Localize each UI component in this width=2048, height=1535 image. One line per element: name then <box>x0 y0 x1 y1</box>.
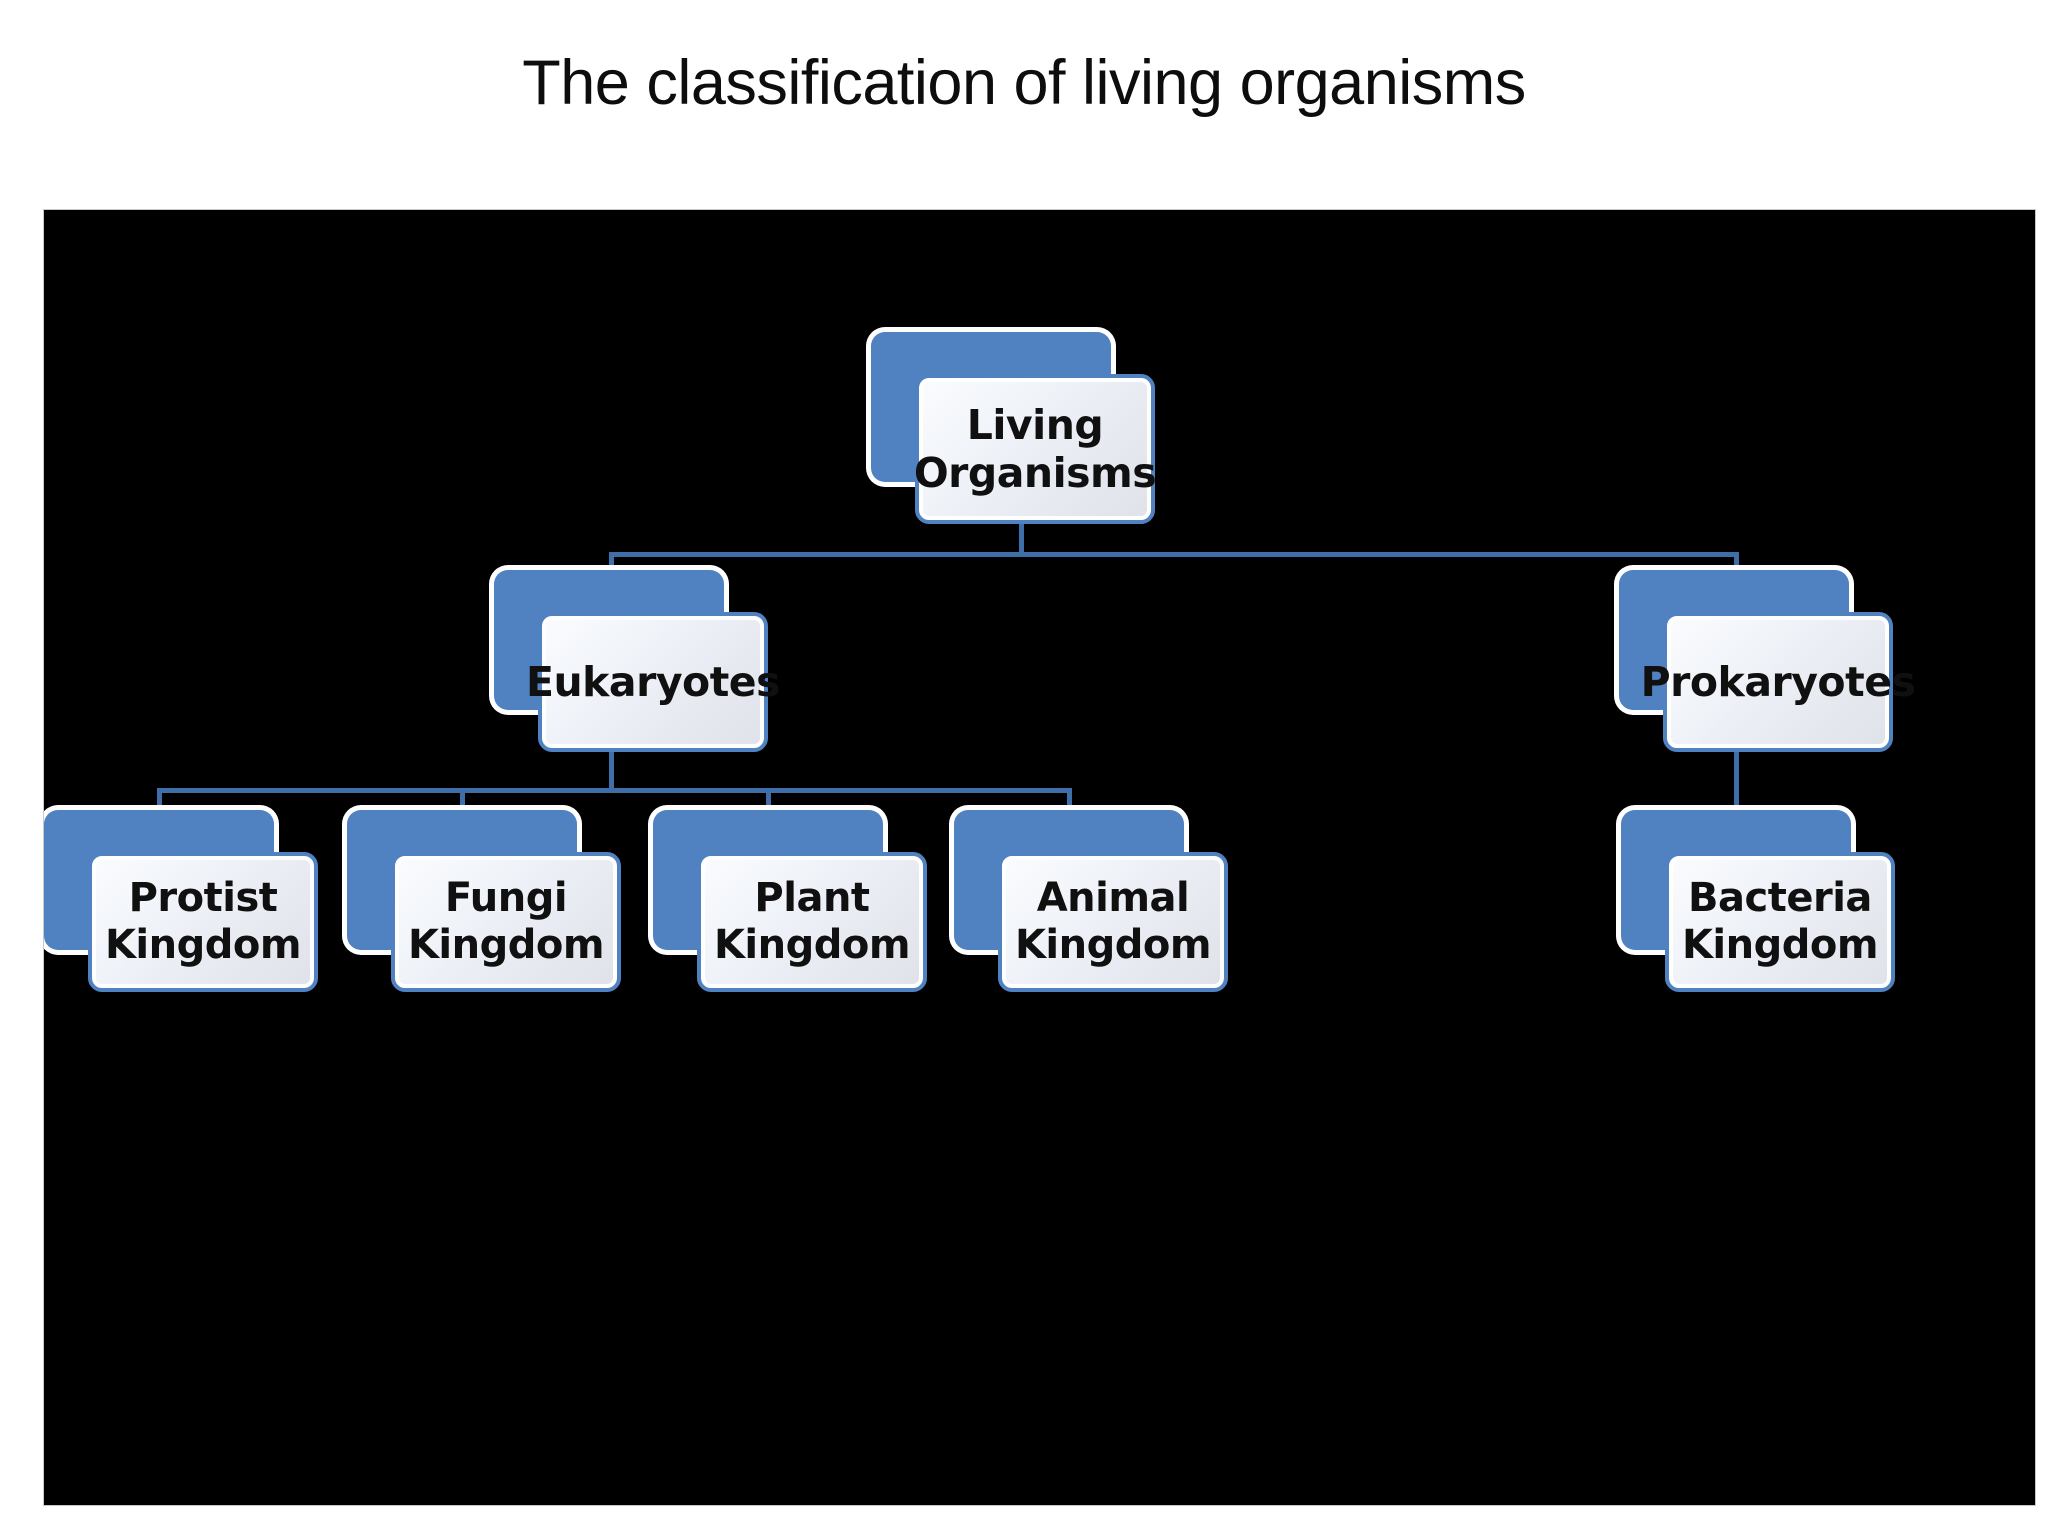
node-front-card: Fungi Kingdom <box>391 852 621 992</box>
node-label-prokaryotes: Prokaryotes <box>1640 657 1916 706</box>
node-front-card: Animal Kingdom <box>998 852 1228 992</box>
connector-eukaryotes-stem <box>609 750 614 792</box>
node-living-organisms[interactable]: Living Organisms <box>871 332 1157 524</box>
node-front-card: Eukaryotes <box>526 612 781 752</box>
node-front-card: Plant Kingdom <box>697 852 927 992</box>
connector-level1-bus <box>609 552 1739 557</box>
node-label-protist-kingdom: Protist Kingdom <box>104 874 302 968</box>
node-label-eukaryotes: Eukaryotes <box>525 657 781 706</box>
node-label-plant-kingdom: Plant Kingdom <box>713 874 911 968</box>
node-front-card: Protist Kingdom <box>88 852 318 992</box>
node-label-fungi-kingdom: Fungi Kingdom <box>407 874 605 968</box>
node-bacteria-kingdom[interactable]: Bacteria Kingdom <box>1621 810 1895 992</box>
node-protist-kingdom[interactable]: Protist Kingdom <box>44 810 318 992</box>
connector-level2-bus <box>157 788 1072 793</box>
node-label-bacteria-kingdom: Bacteria Kingdom <box>1681 874 1879 968</box>
node-prokaryotes[interactable]: Prokaryotes <box>1619 570 1916 752</box>
node-fungi-kingdom[interactable]: Fungi Kingdom <box>347 810 621 992</box>
node-front-card: Bacteria Kingdom <box>1665 852 1895 992</box>
node-front-card: Prokaryotes <box>1641 612 1916 752</box>
node-label-living-organisms: Living Organisms <box>913 400 1157 497</box>
node-eukaryotes[interactable]: Eukaryotes <box>494 570 781 752</box>
page-title: The classification of living organisms <box>522 48 1526 118</box>
node-front-card: Living Organisms <box>914 374 1157 524</box>
node-plant-kingdom[interactable]: Plant Kingdom <box>653 810 927 992</box>
node-animal-kingdom[interactable]: Animal Kingdom <box>954 810 1228 992</box>
node-label-animal-kingdom: Animal Kingdom <box>1014 874 1212 968</box>
diagram-canvas: Living Organisms Eukaryotes Prokaryotes … <box>44 210 2035 1505</box>
